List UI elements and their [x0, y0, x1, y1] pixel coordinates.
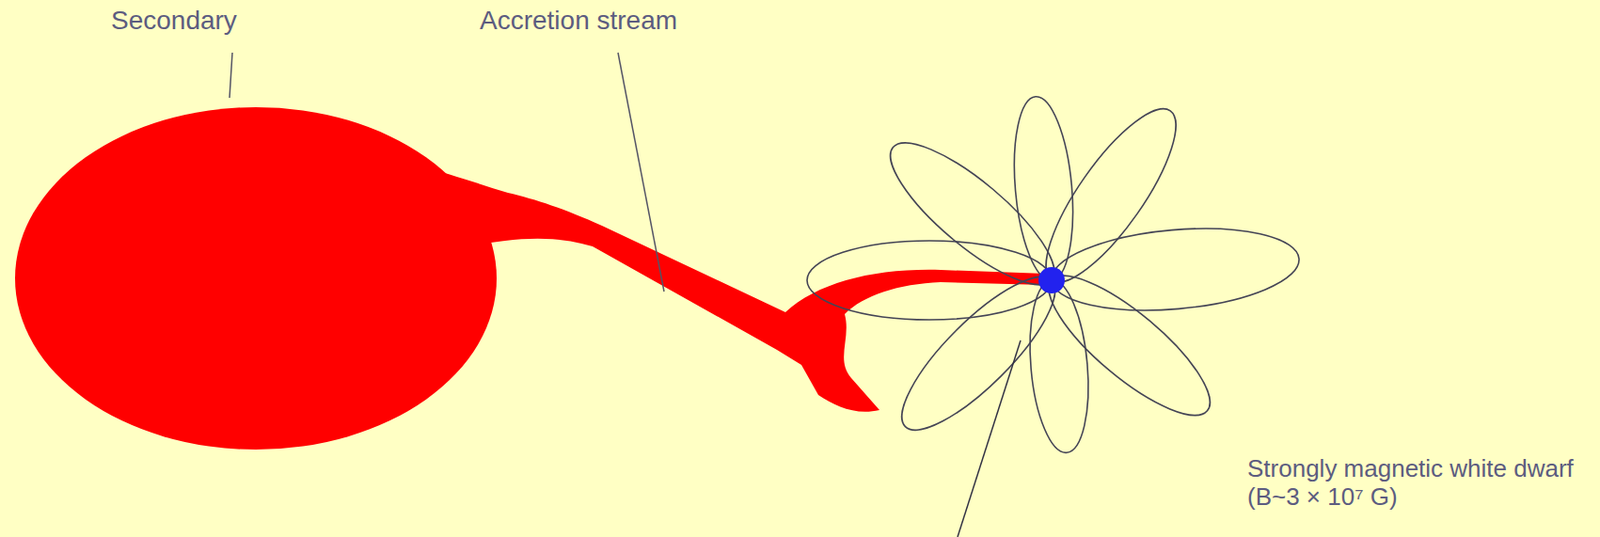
- part-label: Strongly magnetic white dwarf (B~3 × 10⁷…: [1247, 455, 1594, 512]
- white-dwarf: [1038, 267, 1065, 294]
- field-loop: [1047, 219, 1302, 320]
- field-loop: [1030, 255, 1228, 436]
- leader-line: [617, 52, 665, 292]
- field-loop: [807, 240, 1052, 320]
- field-loop: [1023, 277, 1095, 456]
- part-label: Secondary: [110, 5, 318, 36]
- leader-line: [957, 340, 1021, 537]
- secondary-star: [15, 107, 497, 450]
- field-loop: [882, 257, 1075, 450]
- field-lines: [807, 92, 1303, 456]
- field-loop: [872, 123, 1073, 306]
- leader-line: [229, 52, 233, 98]
- accretion-stream: [413, 164, 1046, 412]
- field-loop: [1025, 92, 1197, 299]
- part-label: Accretion stream: [479, 5, 762, 36]
- field-loop: [1007, 94, 1080, 283]
